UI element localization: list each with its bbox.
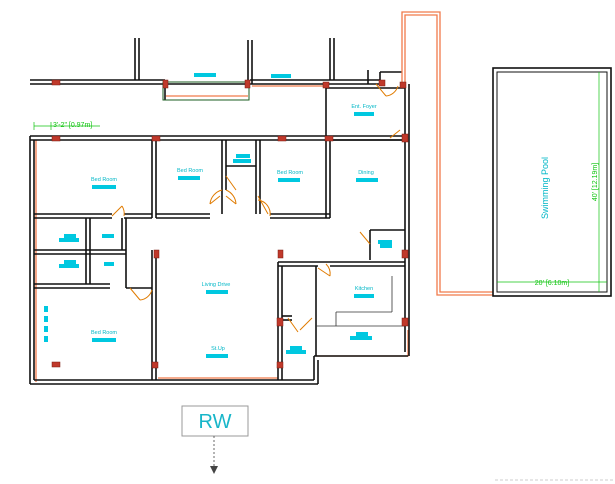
room-label-bed-room-1: Bed Room: [91, 177, 117, 183]
doors: [111, 83, 401, 333]
room-label-ent-foyer: Ent. Foyer: [351, 104, 377, 110]
tag-blocks: [44, 73, 392, 358]
room-label-dining: Dining: [358, 170, 374, 176]
interior-walls: [34, 87, 405, 380]
arrow-down-icon: [210, 466, 218, 474]
columns: [51, 79, 409, 369]
room-label-kitchen: Kitchen: [355, 286, 373, 292]
room-label-stair: St.Up: [211, 346, 225, 352]
room-label-bed-room-4: Bed Room: [91, 330, 117, 336]
room-label-living-drive: Living Drive: [202, 282, 231, 288]
site-boundary: [35, 11, 493, 382]
north-walls: [30, 38, 402, 100]
rw-label: RW: [199, 411, 232, 433]
rw-marker: RW: [181, 405, 249, 474]
top-left-dimension: 3'-2" [0.97m]: [33, 122, 100, 130]
outer-walls: [29, 84, 410, 385]
room-labels: Ent. Foyer Bed Room Bed Room Bed Room Di…: [91, 104, 377, 352]
room-label-swimming-pool: Swimming Pool: [540, 157, 550, 219]
pool-width-dimension: 20' [6.10m]: [535, 280, 569, 287]
room-label-bed-room-3: Bed Room: [277, 170, 303, 176]
room-label-bed-room-2: Bed Room: [177, 168, 203, 174]
pool-height-dimension: 40' [12.19m]: [592, 163, 599, 201]
dimension-label: 3'-2" [0.97m]: [53, 122, 92, 129]
balcony-recess: [162, 81, 250, 101]
swimming-pool: Swimming Pool 40' [12.19m] 20' [6.10m]: [492, 67, 612, 297]
